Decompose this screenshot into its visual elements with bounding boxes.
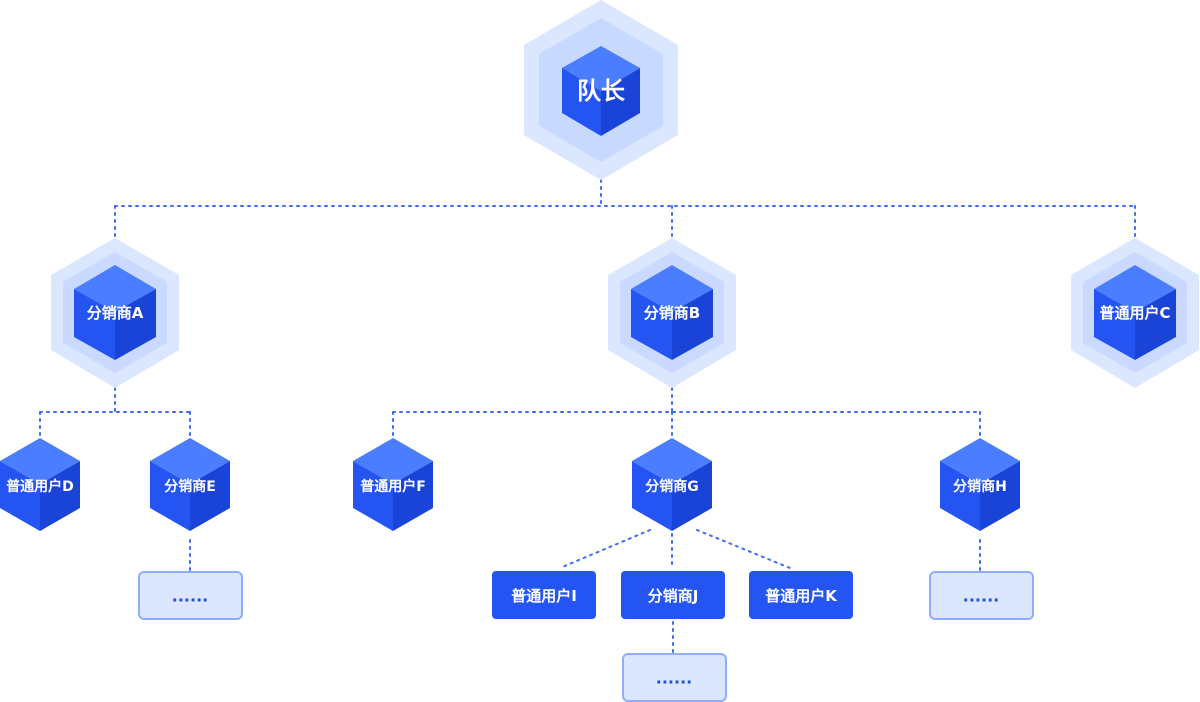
more-e-label: ...... [172, 587, 208, 606]
node-distributor-a[interactable]: 分销商A [51, 238, 179, 388]
h-hex-left [940, 461, 980, 531]
connectors [39, 179, 1136, 653]
j-label: 分销商J [648, 587, 699, 605]
b-label: 分销商B [644, 304, 700, 322]
more-e-rect [138, 571, 243, 620]
c-label: 普通用户C [1099, 304, 1170, 322]
e-hex-right [190, 461, 230, 531]
g-hex-left [632, 461, 672, 531]
node-distributor-h[interactable]: 分销商H [940, 438, 1020, 531]
f-hex-left [353, 461, 393, 531]
connector-g-to-k [696, 529, 791, 569]
e-hex-left [150, 461, 190, 531]
node-user-c[interactable]: 普通用户C [1071, 238, 1199, 388]
g-label: 分销商G [645, 478, 699, 495]
c-hex-top [1094, 265, 1176, 312]
i-box [492, 571, 596, 619]
node-distributor-b[interactable]: 分销商B [608, 238, 736, 388]
root-hex-left [562, 68, 601, 136]
h-hex-right [980, 461, 1020, 531]
g-hex-right [672, 461, 712, 531]
more-box-h[interactable]: ...... [929, 571, 1034, 620]
k-label: 普通用户K [765, 587, 838, 605]
node-user-d[interactable]: 普通用户D [0, 438, 80, 531]
more-box-j[interactable]: ...... [622, 653, 727, 702]
node-distributor-e[interactable]: 分销商E [150, 438, 230, 531]
node-root[interactable]: 队长 [524, 0, 678, 180]
a-hex-top [74, 265, 156, 312]
node-distributor-g[interactable]: 分销商G [632, 438, 712, 531]
node-user-k[interactable]: 普通用户K [749, 571, 853, 619]
more-j-rect [622, 653, 727, 702]
connector-g-to-i [559, 529, 651, 569]
c-hex-left [1094, 289, 1135, 360]
j-box [621, 571, 725, 619]
more-h-rect [929, 571, 1034, 620]
more-box-e[interactable]: ...... [138, 571, 243, 620]
b-hex-left [631, 289, 672, 360]
d-hex-left [0, 461, 40, 531]
root-label: 队长 [577, 77, 626, 105]
k-box [749, 571, 853, 619]
d-hex-right [40, 461, 80, 531]
d-label: 普通用户D [6, 478, 74, 495]
i-label: 普通用户I [511, 587, 577, 605]
b-hex-right [672, 289, 713, 360]
root-hex-top [562, 46, 640, 91]
f-label: 普通用户F [360, 478, 426, 495]
a-label: 分销商A [87, 304, 144, 322]
node-distributor-j[interactable]: 分销商J [621, 571, 725, 619]
node-user-i[interactable]: 普通用户I [492, 571, 596, 619]
root-hex-right [601, 68, 640, 136]
c-hex-right [1135, 289, 1176, 360]
node-user-f[interactable]: 普通用户F [353, 438, 433, 531]
f-hex-right [393, 461, 433, 531]
more-h-label: ...... [963, 587, 999, 606]
a-hex-right [115, 289, 156, 360]
more-j-label: ...... [656, 669, 692, 688]
e-label: 分销商E [164, 478, 216, 495]
h-label: 分销商H [953, 478, 1007, 495]
a-hex-left [74, 289, 115, 360]
b-hex-top [631, 265, 713, 312]
